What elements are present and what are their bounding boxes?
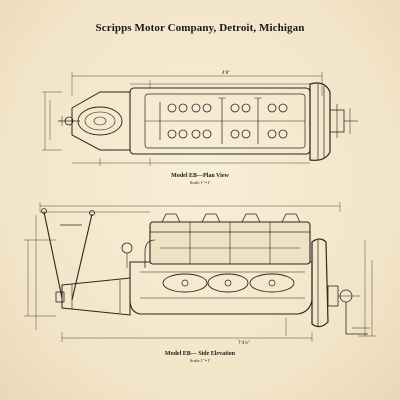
plan-view-scale: Scale 1"=1' [189,180,211,185]
side-elevation-scale: Scale 1"=1' [189,358,211,363]
plan-view-caption: Model EB—Plan View Scale 1"=1' [0,172,400,186]
side-elevation-caption: Model EB— Side Elevation Scale 1"=1' [0,350,400,364]
cylinder-ports-upper [167,103,288,113]
side-overall-dimension: 7'4½" [238,340,250,345]
plan-view-title: Model EB—Plan View [171,173,229,179]
side-elevation-drawing: 7'4½" [24,202,376,345]
cylinder-ports-lower [167,129,288,139]
plan-overall-dimension: 4'8" [222,70,230,75]
plan-view-drawing: 4'8" [42,70,358,166]
side-elevation-title: Model EB— Side Elevation [164,351,236,357]
page-title: Scripps Motor Company, Detroit, Michigan [95,22,305,34]
